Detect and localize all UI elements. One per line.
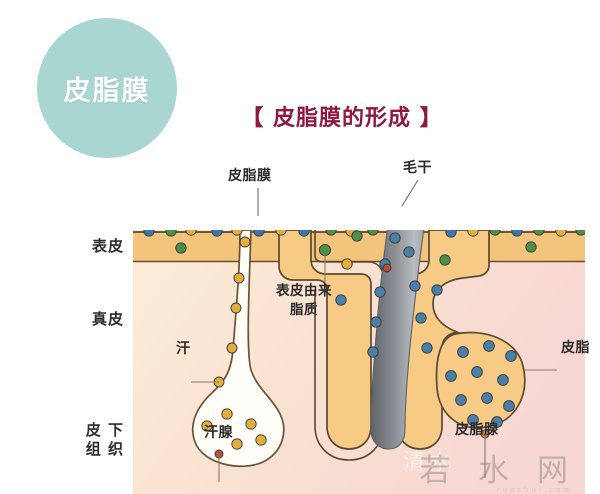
badge-label: 皮脂膜 xyxy=(63,75,151,107)
annotation-epidermal-lipid-line2: 脂质 xyxy=(290,302,318,318)
watermark-sub: ruoshui.com xyxy=(496,486,573,494)
annotation-epidermal-lipid-line1: 表皮由来 xyxy=(276,283,332,299)
layer-label-subcutaneous-1: 皮 下 xyxy=(85,421,124,439)
annotation-sebum: 皮脂 xyxy=(561,340,590,356)
annotation-sweat-gland: 汗腺 xyxy=(204,425,233,441)
annotation-hair-shaft: 毛干 xyxy=(403,160,432,176)
annotation-sebaceous-gland: 皮脂腺 xyxy=(455,422,499,438)
sebum-film-badge: 皮脂膜 xyxy=(37,18,177,158)
skin-diagram-svg xyxy=(133,230,585,494)
layer-label-column: 表皮 真皮 皮 下 组 织 xyxy=(62,226,186,490)
layer-label-subcutaneous-2: 组 织 xyxy=(85,440,124,458)
layer-label-epidermis: 表皮 xyxy=(91,237,124,255)
skin-cross-section-panel: 清水 若 水 网 ruoshui.com xyxy=(133,230,585,494)
page-title: 【 皮脂膜的形成 】 xyxy=(241,106,443,131)
annotation-sweat: 汗 xyxy=(176,341,191,357)
annotation-sebum-film: 皮脂膜 xyxy=(228,168,272,184)
layer-label-dermis: 真皮 xyxy=(91,310,124,328)
